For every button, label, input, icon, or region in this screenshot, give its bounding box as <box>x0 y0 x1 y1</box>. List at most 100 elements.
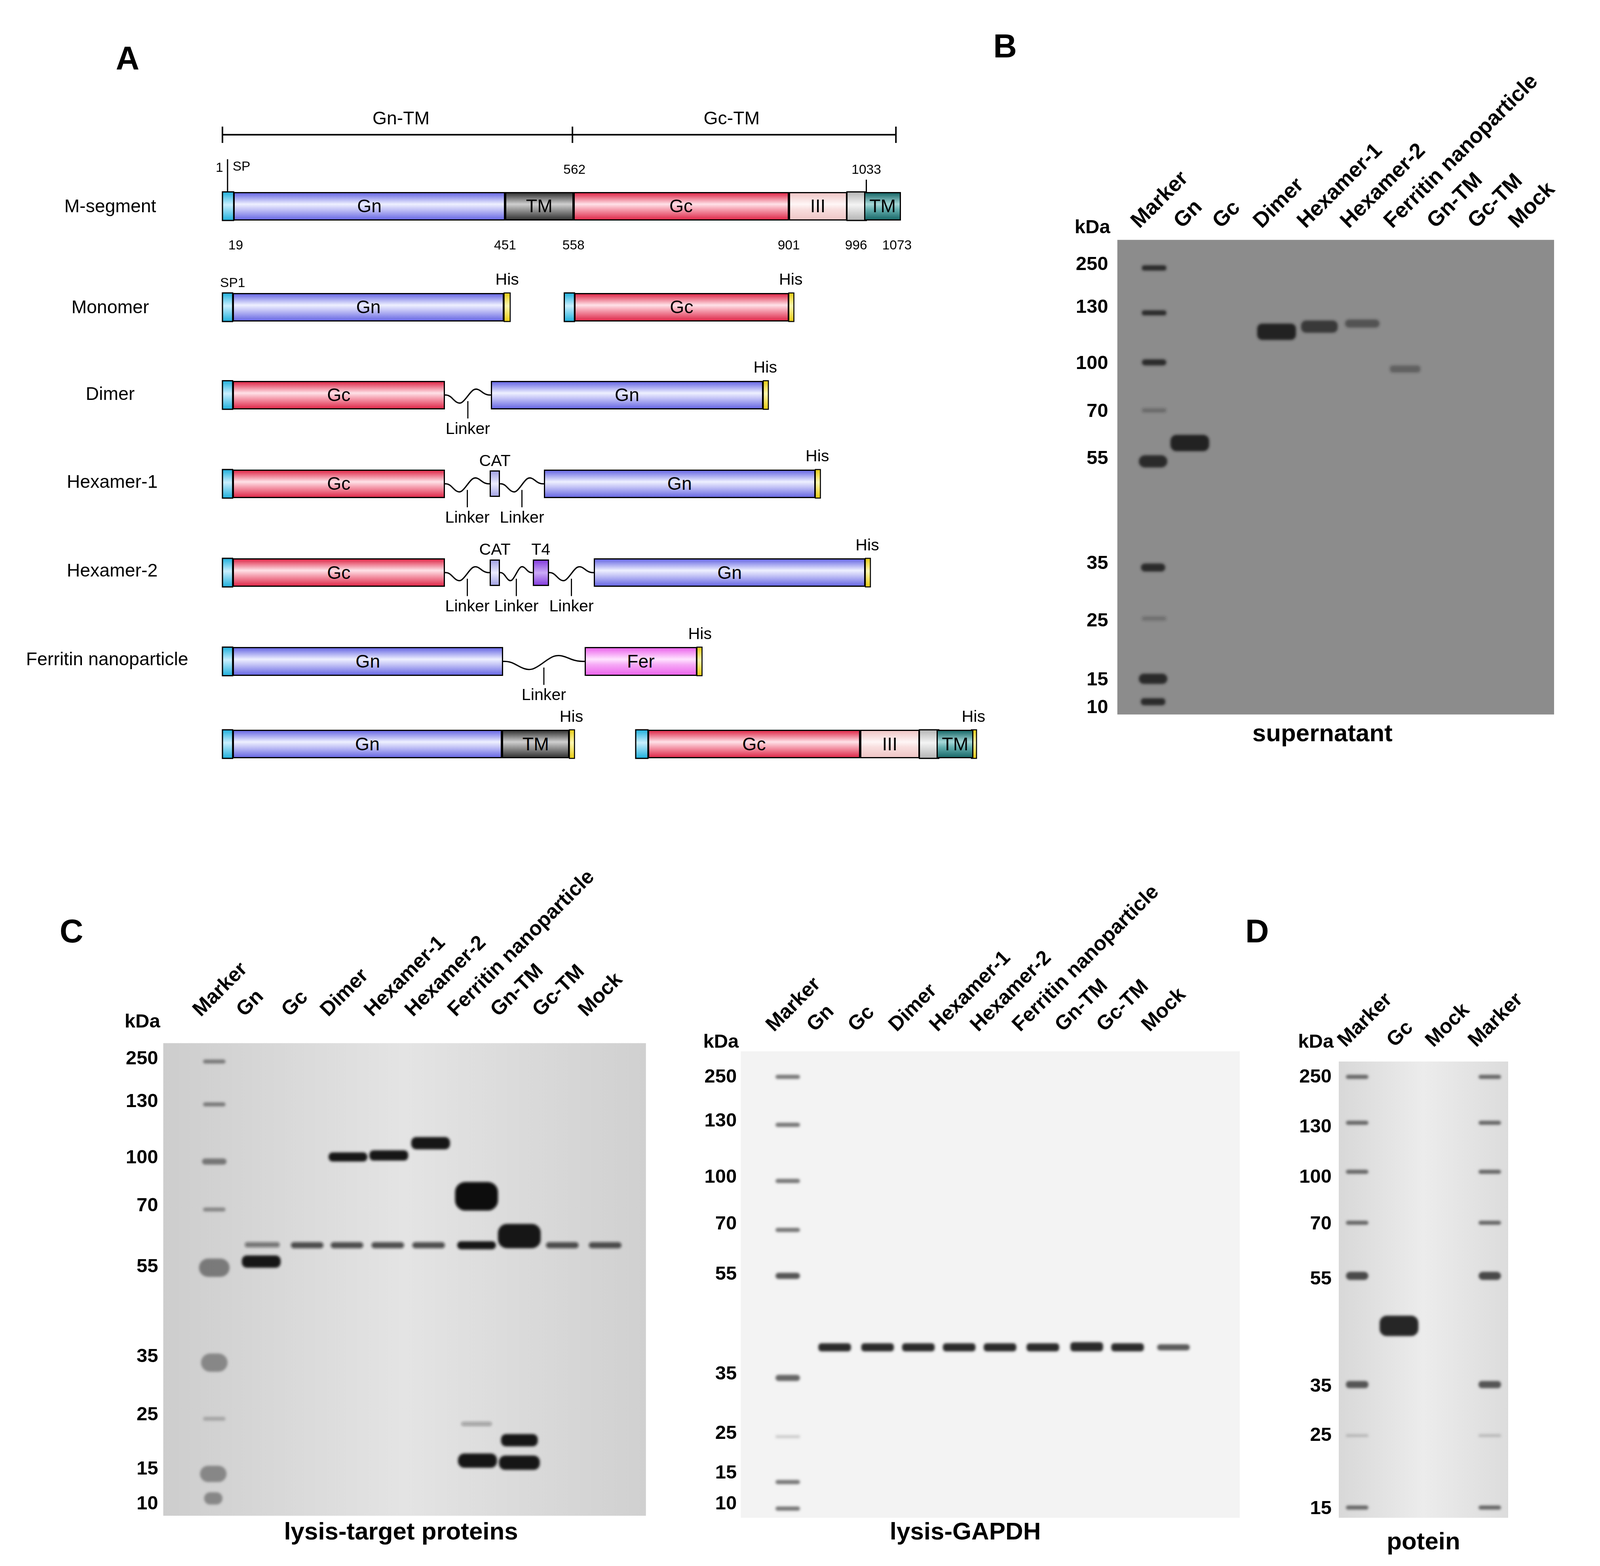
protein-band <box>369 1149 409 1161</box>
linker-label: Linker <box>444 597 490 616</box>
leader-line <box>543 667 545 685</box>
signal-peptide <box>564 292 575 322</box>
leader-line <box>521 489 523 508</box>
size-marker: 100 <box>125 1144 159 1167</box>
marker-band <box>203 1416 226 1421</box>
protein-band <box>1345 319 1380 328</box>
linker-connector <box>503 655 585 670</box>
size-marker: 35 <box>1086 551 1108 574</box>
construct-label: M-segment <box>64 195 156 217</box>
domain-label: Gn <box>717 562 742 583</box>
domain-label: III <box>810 195 826 217</box>
size-marker: 35 <box>136 1343 158 1367</box>
construct-label: Ferritin nanoparticle <box>26 648 189 670</box>
marker-band <box>1138 455 1168 468</box>
axis-unit: kDa <box>124 1009 161 1032</box>
size-marker: 25 <box>1310 1422 1332 1445</box>
residue-number: 996 <box>845 237 868 253</box>
domain-box: TM <box>936 729 974 759</box>
lane-label: Dimer <box>1247 172 1309 233</box>
size-marker: 250 <box>704 1064 737 1087</box>
linker-label: Linker <box>445 419 491 438</box>
size-marker: 10 <box>715 1490 737 1513</box>
gapdh-band <box>1157 1343 1190 1350</box>
marker-band <box>1142 310 1167 316</box>
marker-band <box>1478 1074 1502 1079</box>
domain-label: TM <box>869 195 896 217</box>
size-marker: 250 <box>1075 252 1109 275</box>
lane-label: Gc <box>1381 1015 1418 1052</box>
construct-label: Hexamer-1 <box>66 471 158 493</box>
his-tag <box>569 729 575 759</box>
marker-band <box>775 1374 800 1381</box>
domain-label: TM <box>526 195 553 217</box>
his-tag <box>815 469 821 498</box>
size-marker: 100 <box>704 1164 737 1187</box>
spacer-segment <box>847 191 867 221</box>
residue-number: 1 <box>215 159 224 175</box>
tag-label: His <box>559 706 584 726</box>
protein-band <box>1389 365 1421 373</box>
nonspecific-band <box>290 1241 324 1248</box>
domain-label: Gn <box>357 195 382 217</box>
size-marker: 250 <box>1299 1064 1332 1087</box>
size-marker: 55 <box>1086 446 1108 469</box>
size-marker: 35 <box>715 1361 737 1384</box>
nonspecific-band <box>412 1241 445 1248</box>
residue-number: 451 <box>494 237 517 253</box>
signal-peptide <box>222 646 233 676</box>
domain-label: Gc <box>326 562 351 583</box>
blot-caption: potein <box>1386 1526 1461 1555</box>
marker-band <box>775 1227 800 1232</box>
leader-line <box>466 489 468 508</box>
tag-label: CAT <box>479 540 511 559</box>
linker-label: Linker <box>494 597 539 616</box>
linker-connector <box>499 477 544 492</box>
his-tag <box>788 292 795 322</box>
protein-band <box>1301 320 1338 333</box>
region-label: Gn-TM <box>372 107 430 129</box>
domain-label: Gn <box>355 651 381 672</box>
linker-connector <box>444 477 490 492</box>
tag-label: His <box>753 357 778 377</box>
marker-band <box>1142 616 1167 621</box>
size-marker: 130 <box>1299 1114 1332 1137</box>
size-marker: 70 <box>1310 1211 1332 1234</box>
marker-band <box>204 1491 223 1505</box>
marker-band <box>775 1479 800 1484</box>
domain-box: Gc <box>232 558 445 587</box>
tag-label: His <box>495 270 519 289</box>
tag-box: T4 <box>532 559 550 586</box>
domain-label: Gn <box>355 733 380 755</box>
signal-peptide <box>222 292 233 322</box>
position-tick <box>865 179 867 192</box>
lane-label: Gc <box>842 999 879 1036</box>
marker-band <box>775 1122 800 1127</box>
marker-band <box>1478 1220 1502 1225</box>
marker-band <box>1345 1271 1369 1280</box>
lane-label: Marker <box>1463 987 1527 1051</box>
domain-label: Gc <box>742 733 766 755</box>
gapdh-band <box>1026 1342 1059 1352</box>
marker-band <box>199 1465 227 1482</box>
protein-band <box>497 1223 541 1249</box>
lane-label: Gn <box>231 983 268 1021</box>
nonspecific-band <box>545 1241 579 1248</box>
protein-band <box>501 1433 538 1447</box>
domain-box: Gn <box>490 380 764 410</box>
size-marker: 10 <box>1086 695 1108 718</box>
domain-box: Gc <box>574 292 789 322</box>
marker-band <box>1140 563 1166 572</box>
gapdh-band <box>861 1342 894 1352</box>
marker-band <box>1478 1169 1502 1174</box>
signal-peptide <box>222 380 233 410</box>
domain-label: Gn <box>667 473 692 494</box>
marker-band <box>1140 697 1166 705</box>
protein-band <box>1170 434 1210 451</box>
size-marker: 55 <box>715 1261 737 1284</box>
size-marker: 35 <box>1310 1373 1332 1396</box>
marker-band <box>203 1102 226 1106</box>
blot-bands <box>775 1074 800 1511</box>
protein-band <box>245 1241 280 1247</box>
